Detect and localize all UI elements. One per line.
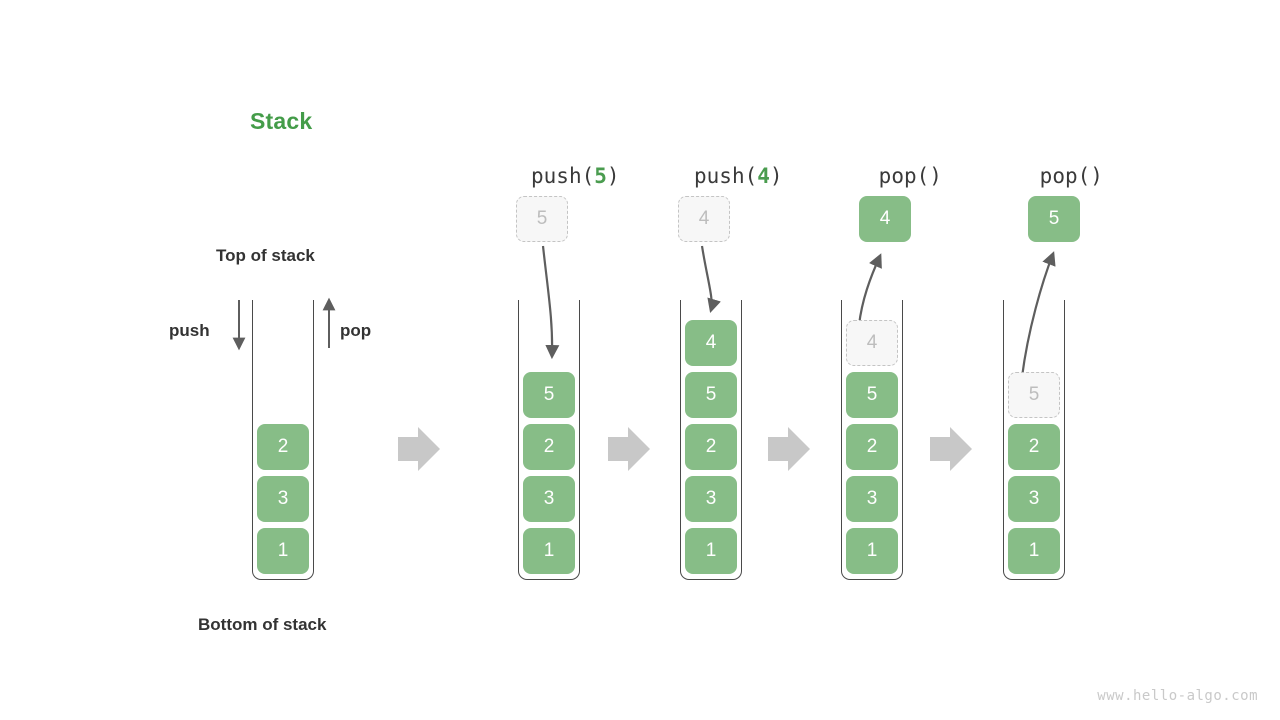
- stack-cell: 2: [1008, 424, 1060, 470]
- stack-cell: 3: [523, 476, 575, 522]
- pop-label: pop: [340, 321, 372, 340]
- top-of-stack-label: Top of stack: [216, 246, 315, 265]
- op-suffix: ): [769, 164, 783, 188]
- stack-cell: 5: [685, 372, 737, 418]
- stack-initial: 2 3 1: [252, 0, 392, 720]
- op-arg: 5: [594, 164, 607, 188]
- stack-cell-ghost: 5: [1008, 372, 1060, 418]
- stack-cell: 2: [257, 424, 309, 470]
- stack-cell: 5: [523, 372, 575, 418]
- stack-after-push-4: 4 4 5 2 3 1: [678, 0, 820, 720]
- incoming-ghost-cell: 4: [678, 196, 730, 242]
- operation-label-push-4: push(4): [613, 140, 813, 212]
- incoming-ghost-cell: 5: [516, 196, 568, 242]
- stack-cell: 2: [846, 424, 898, 470]
- popped-cell: 4: [859, 196, 911, 242]
- stack-after-pop-1: 4 4 5 2 3 1: [841, 0, 981, 720]
- stack-cell: 1: [685, 528, 737, 574]
- stack-cell: 2: [685, 424, 737, 470]
- operation-label-pop-1: pop(): [785, 140, 985, 212]
- page-title: Stack: [250, 108, 313, 134]
- op-text: push(: [694, 164, 758, 188]
- stack-cell-ghost: 4: [846, 320, 898, 366]
- op-suffix: ): [606, 164, 620, 188]
- op-text: pop(): [1039, 164, 1103, 188]
- operation-label-pop-2: pop(): [946, 140, 1146, 212]
- stack-cell: 1: [523, 528, 575, 574]
- stack-cell: 3: [257, 476, 309, 522]
- stack-cell: 3: [1008, 476, 1060, 522]
- op-text: pop(): [878, 164, 942, 188]
- stack-cell: 1: [846, 528, 898, 574]
- watermark: www.hello-algo.com: [1097, 688, 1258, 704]
- stack-container: [1003, 300, 1065, 580]
- stack-cell: 2: [523, 424, 575, 470]
- stack-cell: 3: [685, 476, 737, 522]
- stack-container: [680, 300, 742, 580]
- stack-cell: 4: [685, 320, 737, 366]
- bottom-of-stack-label: Bottom of stack: [198, 615, 327, 634]
- push-label: push: [169, 321, 210, 340]
- stack-cell: 3: [846, 476, 898, 522]
- stack-after-pop-2: 5 5 2 3 1: [1003, 0, 1143, 720]
- popped-cell: 5: [1028, 196, 1080, 242]
- op-arg: 4: [757, 164, 770, 188]
- flow-arrow-1: [398, 427, 440, 471]
- stack-cell: 5: [846, 372, 898, 418]
- stack-after-push-5: 5 5 2 3 1: [516, 0, 658, 720]
- stack-container: [841, 300, 903, 580]
- stack-cell: 1: [257, 528, 309, 574]
- stack-cell: 1: [1008, 528, 1060, 574]
- operation-label-push-5: push(5): [450, 140, 650, 212]
- stack-container: [252, 300, 314, 580]
- stack-container: [518, 300, 580, 580]
- op-text: push(: [531, 164, 595, 188]
